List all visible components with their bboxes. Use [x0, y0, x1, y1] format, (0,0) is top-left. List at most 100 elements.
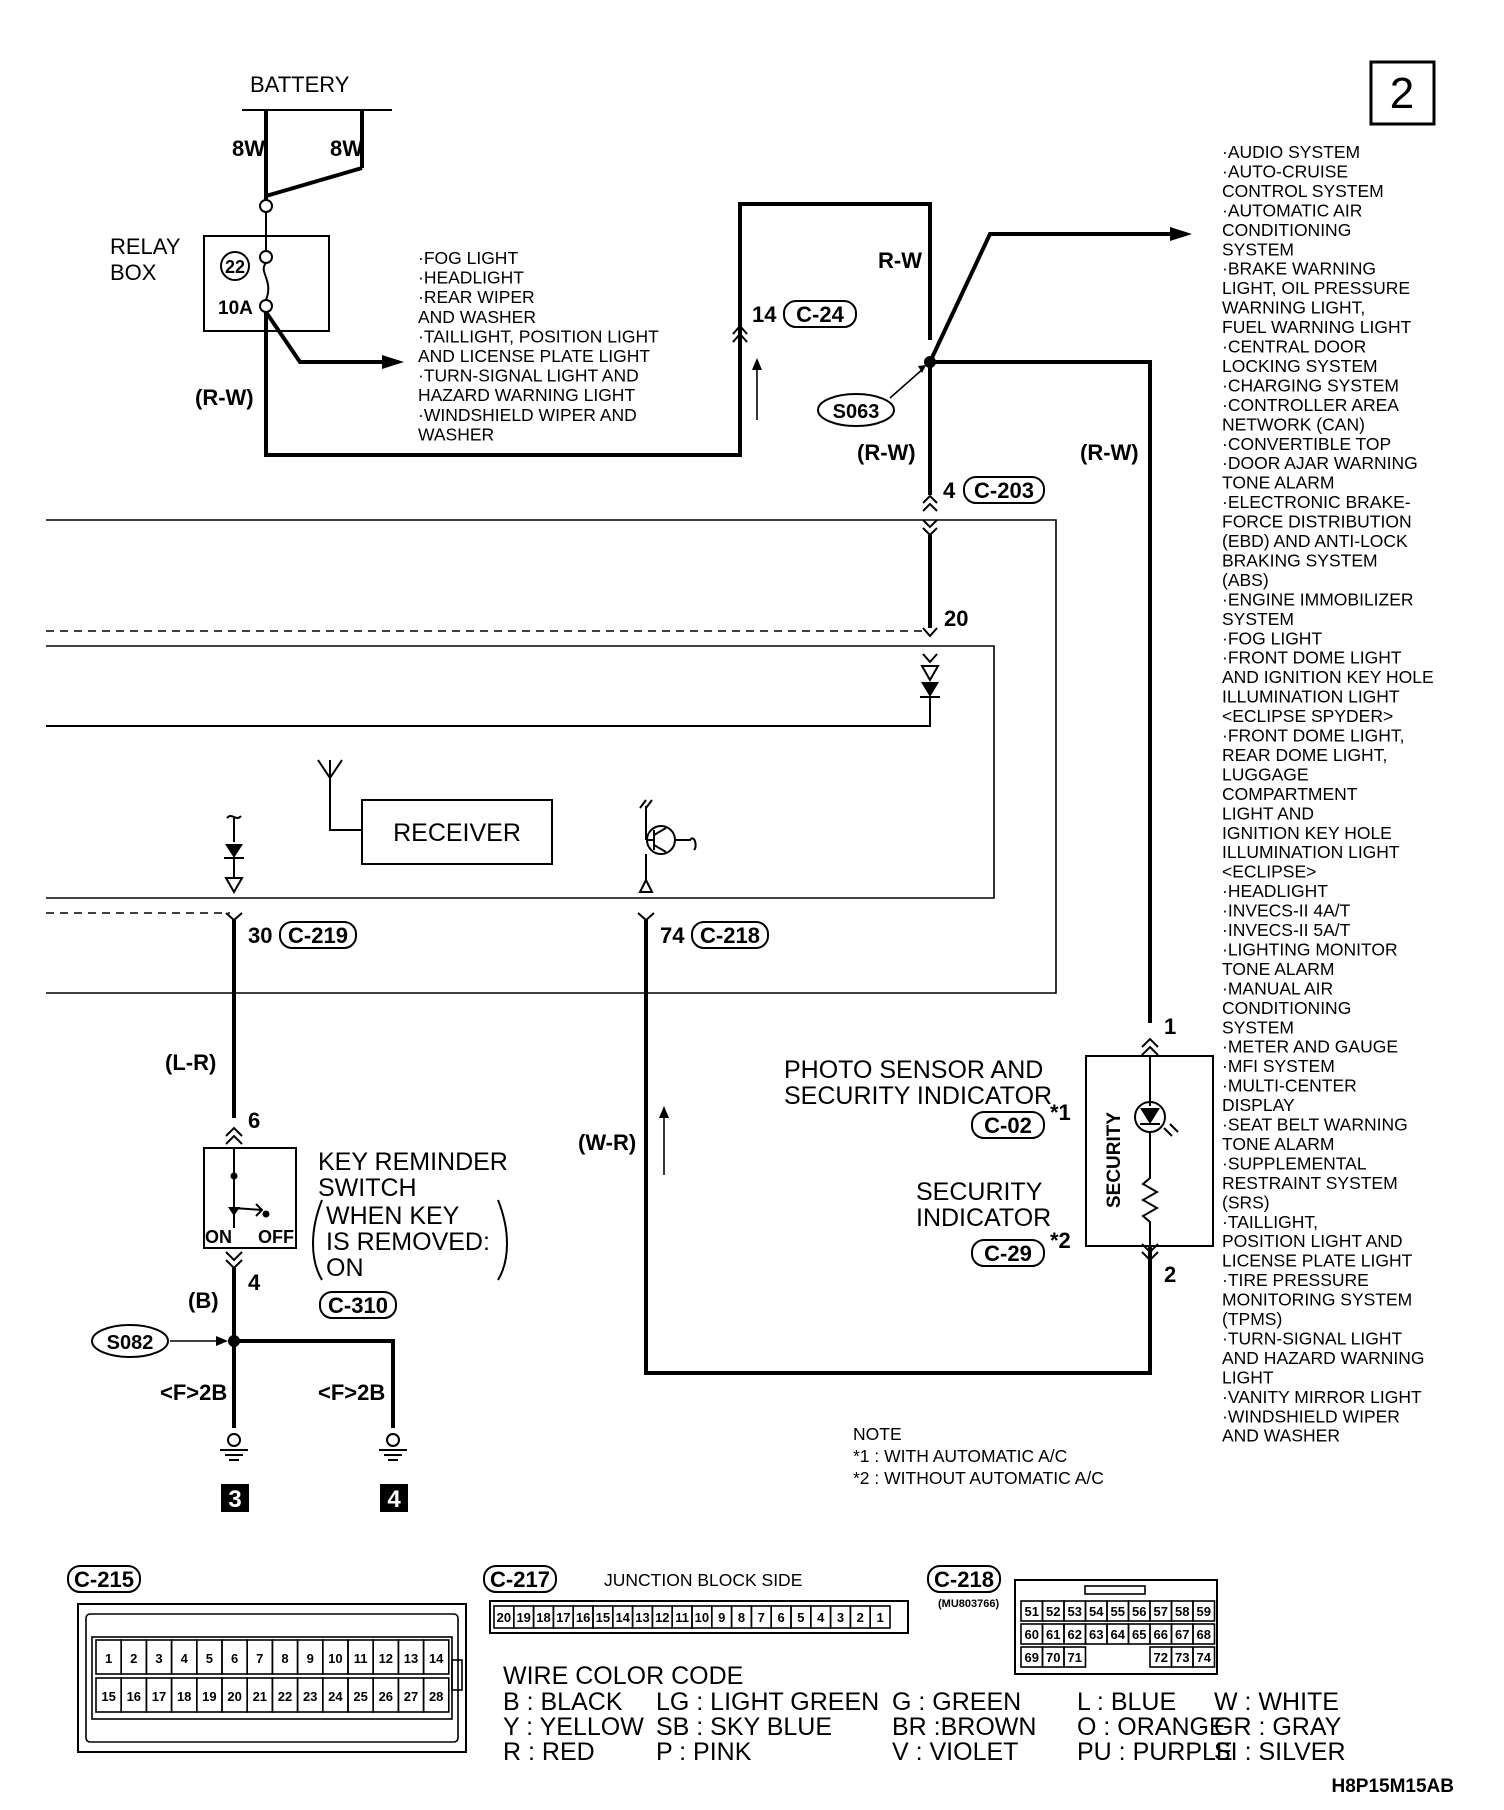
system-item: SYSTEM: [1222, 609, 1294, 629]
system-item: TONE ALARM: [1222, 1134, 1335, 1154]
system-item: LIGHT: [1222, 1367, 1274, 1387]
c215-pin: 11: [354, 1651, 368, 1666]
system-item: ·METER AND GAUGE: [1222, 1037, 1398, 1057]
system-item: LUGGAGE: [1222, 764, 1309, 784]
system-item: DISPLAY: [1222, 1095, 1295, 1115]
note-line-2: *2 : WITHOUT AUTOMATIC A/C: [853, 1468, 1104, 1488]
system-item: CONTROL SYSTEM: [1222, 181, 1384, 201]
c215-pin: 7: [256, 1651, 263, 1666]
fuse-feed-item: WASHER: [418, 424, 494, 444]
wire-rw-top: R-W: [878, 248, 922, 273]
c217-pin: 1: [876, 1610, 883, 1625]
ground-ref-3-box: [221, 1484, 249, 1512]
system-item: ·ENGINE IMMOBILIZER: [1222, 589, 1414, 609]
wire-rw-relay: (R-W): [195, 385, 254, 410]
c215-pin: 9: [307, 1651, 314, 1666]
system-item: <ECLIPSE SPYDER>: [1222, 706, 1393, 726]
c217-pin: 4: [817, 1610, 825, 1625]
fuse-icon: [262, 262, 270, 301]
security-pin-2: 2: [1164, 1262, 1176, 1287]
relay-box-label-2: BOX: [110, 260, 157, 285]
c215-pin: 16: [127, 1689, 141, 1704]
system-item: ILLUMINATION LIGHT: [1222, 687, 1400, 707]
battery-wire-right: 8W: [330, 136, 363, 161]
c02-label: C-02: [984, 1113, 1032, 1138]
fuse-feed-item: ·FOG LIGHT: [418, 248, 518, 268]
wire-color-entry: P : PINK: [656, 1738, 752, 1766]
c217-pin: 10: [695, 1610, 709, 1625]
c215-pin: 12: [379, 1651, 393, 1666]
c218-pin: 72: [1154, 1650, 1168, 1665]
wire-color-entry: GR : GRAY: [1214, 1713, 1342, 1741]
c215-pin: 5: [206, 1651, 213, 1666]
wire-color-code-title: WIRE COLOR CODE: [503, 1662, 743, 1690]
c217-pin: 11: [675, 1610, 689, 1625]
system-item: (ABS): [1222, 570, 1269, 590]
c217-body: [489, 1600, 909, 1634]
system-item: ·TURN-SIGNAL LIGHT: [1222, 1328, 1403, 1348]
pin-4: 4: [248, 1270, 261, 1295]
c215-pin: 18: [177, 1689, 191, 1704]
wire-color-entry: W : WHITE: [1214, 1688, 1339, 1716]
c215-pin: 15: [101, 1689, 115, 1704]
system-item: SYSTEM: [1222, 239, 1294, 259]
c24-pin: 14: [752, 302, 777, 327]
wire-rw-mid: (R-W): [857, 440, 916, 465]
c218-pin: 64: [1111, 1627, 1126, 1642]
c217-label: C-217: [490, 1567, 550, 1592]
c215-pin: 25: [353, 1689, 367, 1704]
c215-pin: 1: [105, 1651, 112, 1666]
c217-pin: 15: [596, 1610, 610, 1625]
c217-pin: 9: [718, 1610, 725, 1625]
system-item: ·CONVERTIBLE TOP: [1222, 434, 1391, 454]
battery-label: BATTERY: [250, 72, 350, 97]
system-item: TONE ALARM: [1222, 959, 1335, 979]
fuse-feed-item: ·REAR WIPER: [418, 287, 535, 307]
key-reminder-label-2: SWITCH: [318, 1174, 417, 1202]
switch-off: OFF: [258, 1227, 294, 1247]
security-pin-1: 1: [1164, 1014, 1176, 1039]
c218-pin: 68: [1197, 1627, 1211, 1642]
c218-pin: 69: [1025, 1650, 1039, 1665]
c215-pin: 6: [231, 1651, 238, 1666]
system-item: SYSTEM: [1222, 1017, 1294, 1037]
key-reminder-cond-1: WHEN KEY: [326, 1202, 460, 1230]
key-reminder-cond-2: IS REMOVED:: [326, 1228, 490, 1256]
c217-pin: 13: [635, 1610, 649, 1625]
c217-pin: 7: [758, 1610, 765, 1625]
c215-pin: 21: [253, 1689, 267, 1704]
fuse-number: 22: [225, 257, 245, 277]
security-box-label: SECURITY: [1104, 1112, 1125, 1208]
system-item: TONE ALARM: [1222, 473, 1335, 493]
system-item: LIGHT AND: [1222, 803, 1314, 823]
feed-arrow: [382, 355, 404, 369]
fuse-feed-item: ·TAILLIGHT, POSITION LIGHT: [418, 326, 659, 346]
c218-pin: 73: [1175, 1650, 1189, 1665]
c218-pin: 74: [1197, 1650, 1212, 1665]
c310-label: C-310: [328, 1293, 388, 1318]
c217-pin: 12: [655, 1610, 669, 1625]
c218-part-number: (MU803766): [938, 1598, 999, 1610]
wire-color-entry: O : ORANGE: [1077, 1713, 1226, 1741]
system-item: ·AUTO-CRUISE: [1222, 161, 1348, 181]
system-item: ·ELECTRONIC BRAKE-: [1222, 492, 1411, 512]
c218-label: C-218: [700, 923, 760, 948]
antenna-icon: [317, 759, 362, 831]
relay-box-label-1: RELAY: [110, 234, 181, 259]
c215-pin: 10: [328, 1651, 342, 1666]
c218-pin: 61: [1046, 1627, 1060, 1642]
c215-pin: 20: [227, 1689, 241, 1704]
output-arrow: [1170, 227, 1192, 241]
page-number-box: [1369, 60, 1436, 126]
c215-pin: 22: [278, 1689, 292, 1704]
system-item: LIGHT, OIL PRESSURE: [1222, 278, 1410, 298]
ground-ref-3: 3: [228, 1486, 241, 1513]
wire-b: (B): [188, 1288, 219, 1313]
page-number: 2: [1390, 69, 1414, 118]
c218-pin: 59: [1197, 1604, 1211, 1619]
wire-rw-right: (R-W): [1080, 440, 1139, 465]
c218-pin: 60: [1025, 1627, 1039, 1642]
